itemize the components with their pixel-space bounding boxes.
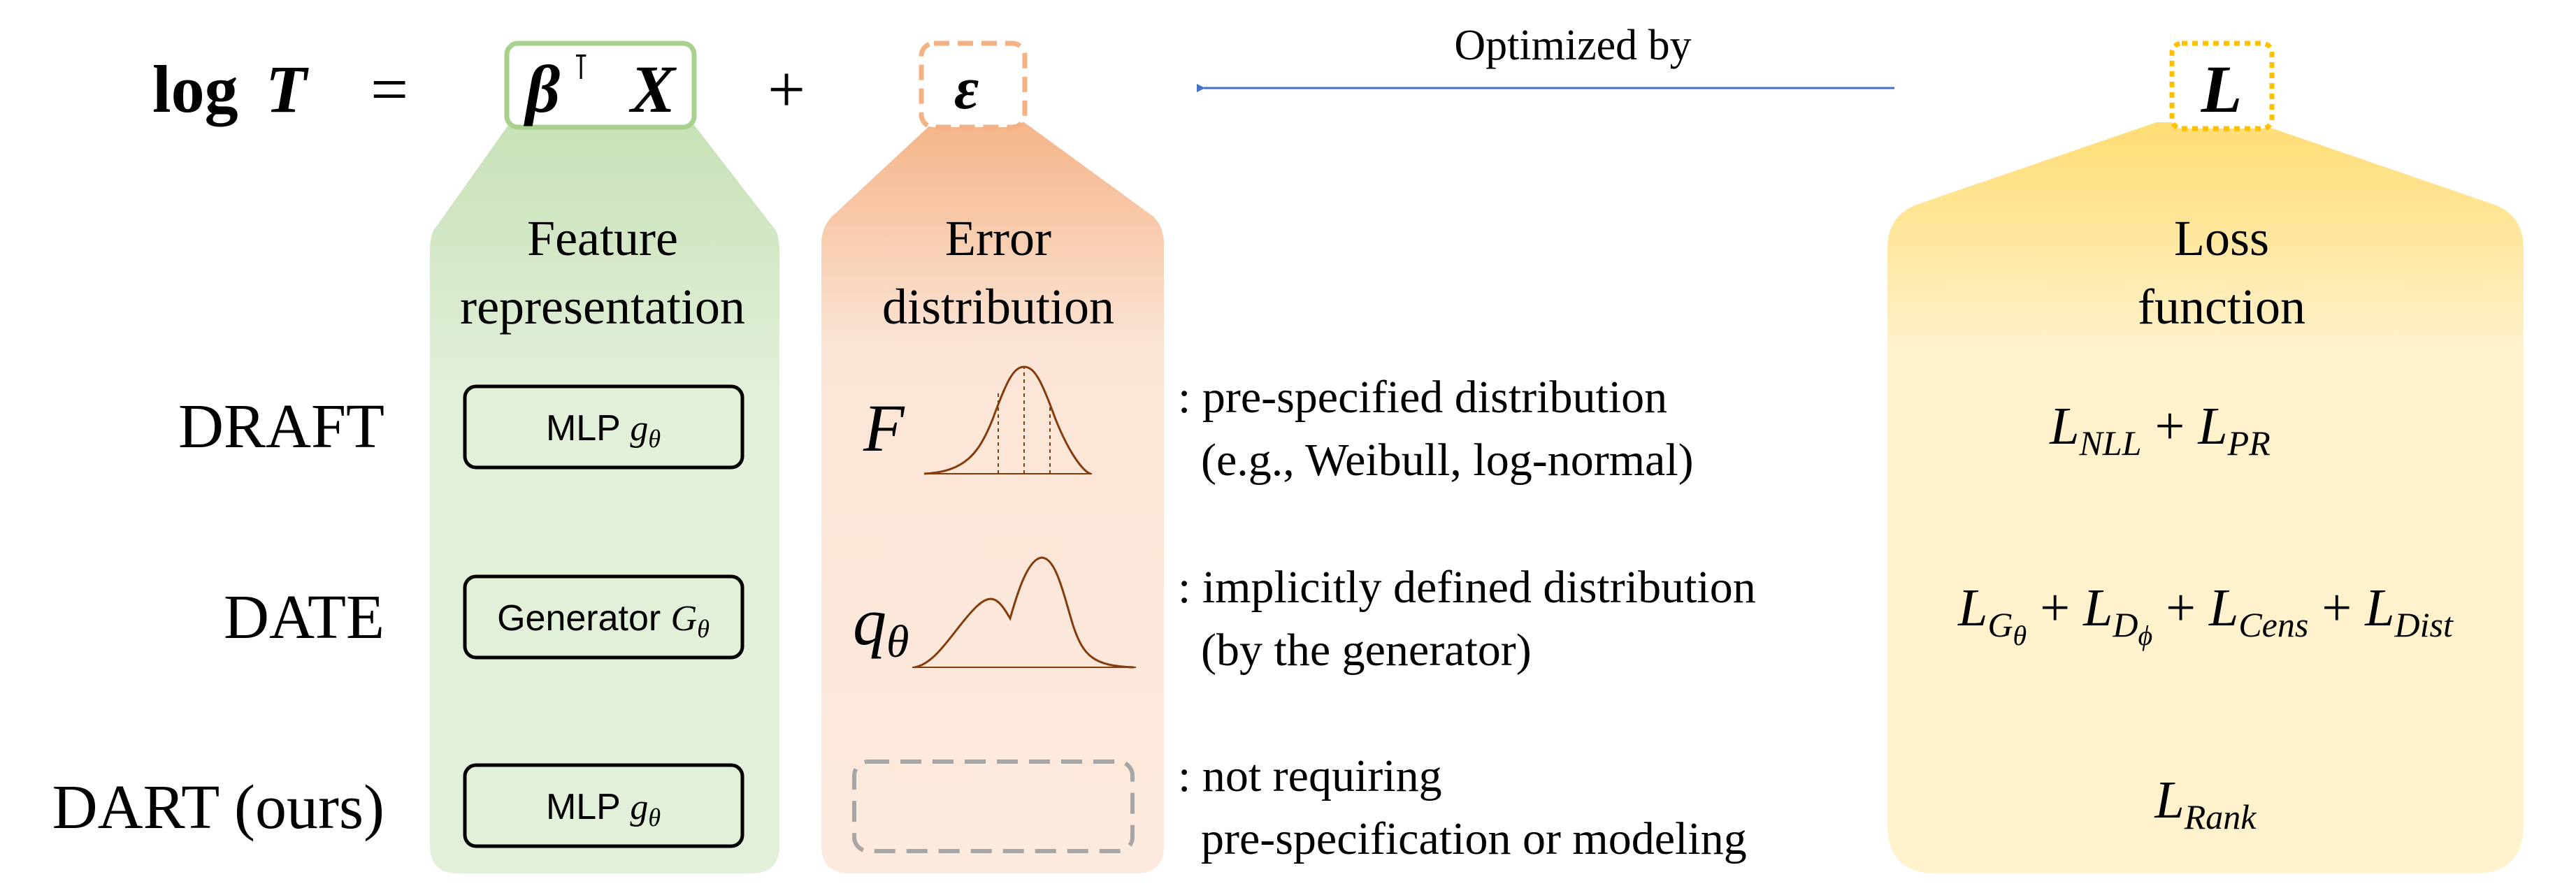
bell-curve-icon [923,365,1092,475]
bimodal-curve-icon [912,556,1136,669]
loss-box [2169,41,2275,131]
desc-draft-line2: (e.g., Weibull, log-normal) [1201,435,1694,486]
feature-box-dart-math: g [630,787,648,827]
row-label-date: DATE [224,583,384,652]
feature-box-draft: MLP gθ [463,384,744,470]
feature-box-dart-sub: θ [648,804,661,832]
loss-date: LGθ + LDϕ + LCens + LDist [1957,579,2454,651]
error-symbol-q: qθ [853,584,909,667]
equation-equals: = [370,52,408,126]
equation-T: T [266,52,309,126]
feature-box-draft-sub: θ [648,425,661,453]
feature-box-dart: MLP gθ [463,763,744,848]
equation-beta: β [524,52,560,126]
error-header-line2: distribution [882,279,1114,335]
epsilon-box [919,41,1028,130]
feature-box-date: Generator Gθ [463,574,744,660]
equation-plus: + [768,52,805,126]
feature-box-draft-text: MLP [546,408,630,449]
feature-box-draft-math: g [630,409,648,449]
loss-draft: LNLL + LPR [2049,397,2271,463]
feature-box-date-text: Generator [497,598,671,639]
error-column-panel [821,122,1164,873]
empty-error-box [852,760,1135,853]
feature-header-line2: representation [460,279,745,335]
feature-box-date-math: G [671,599,698,639]
desc-dart-line2: pre-specification or modeling [1201,813,1747,864]
svg-text:MLP gθ: MLP gθ [546,408,661,453]
error-symbol-F: F [863,391,905,465]
desc-date-line1: : implicitly defined distribution [1178,562,1756,613]
beta-x-box [504,41,697,130]
loss-dart: LRank [2154,771,2257,836]
equation-X: X [628,52,677,126]
desc-draft-line1: : pre-specified distribution [1178,372,1667,423]
loss-header-line1: Loss [2174,210,2269,266]
equation-loss-L: L [2201,52,2243,126]
svg-text:MLP gθ: MLP gθ [546,787,661,832]
equation-epsilon: ε [954,55,979,122]
error-header-line1: Error [945,210,1051,266]
row-label-dart: DART (ours) [52,773,384,842]
svg-text:Generator Gθ: Generator Gθ [497,598,710,643]
feature-column-panel [430,122,779,873]
loss-column-panel [1887,122,2524,873]
desc-date-line2: (by the generator) [1201,625,1532,676]
equation-transpose: ⊺ [572,47,590,87]
feature-header-line1: Feature [527,210,678,266]
row-label-draft: DRAFT [178,392,384,461]
feature-box-date-sub: θ [697,615,710,643]
loss-header-line2: function [2138,279,2305,335]
optimized-by-label: Optimized by [1454,22,1691,69]
desc-dart-line1: : not requiring [1178,750,1442,801]
equation-log: log [152,52,238,126]
feature-box-dart-text: MLP [546,787,630,827]
